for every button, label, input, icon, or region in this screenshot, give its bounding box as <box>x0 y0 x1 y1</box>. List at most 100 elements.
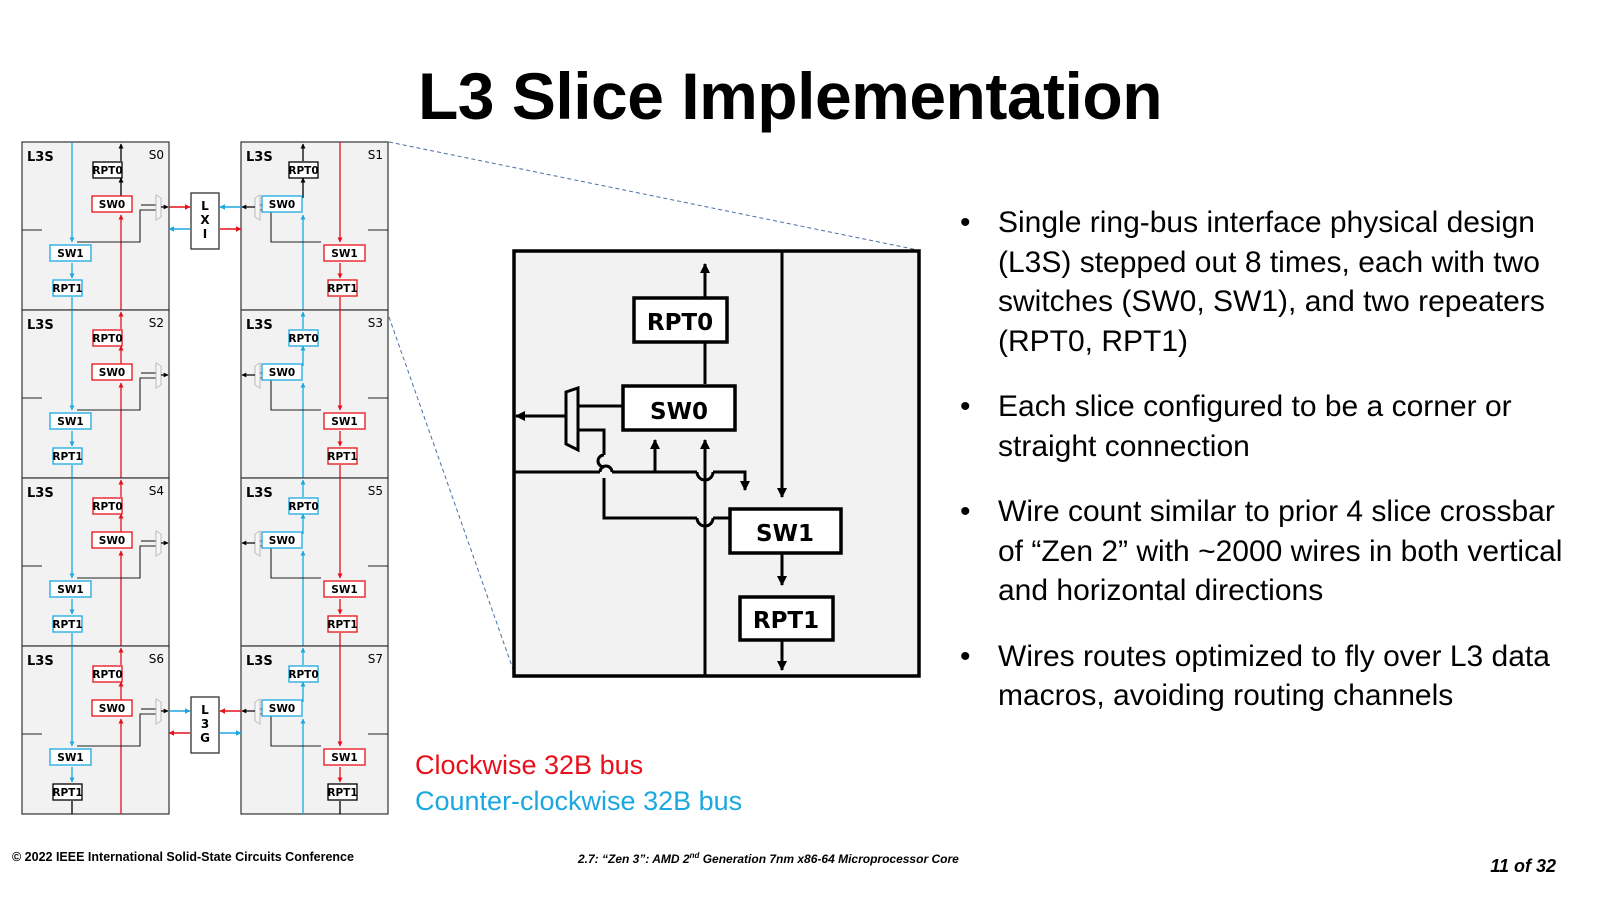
bullet-marker: • <box>960 495 971 528</box>
connector-block <box>190 192 220 250</box>
slice-id-label: S4 <box>149 484 164 498</box>
slice-type-label: L3S <box>27 150 54 165</box>
rpt0-block <box>288 497 319 515</box>
footer-session-prefix: 2.7: “Zen 3”: AMD 2 <box>578 852 690 866</box>
mux-icon <box>155 698 162 725</box>
slice-id-label: S6 <box>149 652 164 666</box>
detail-sw0-block <box>621 384 737 432</box>
detail-rpt1-label: RPT1 <box>753 608 819 634</box>
bullet-marker: • <box>960 639 971 673</box>
slice-type-label: L3S <box>246 486 273 501</box>
rpt0-block <box>92 497 123 515</box>
detail-rpt0-label: RPT0 <box>647 310 713 336</box>
sw1-label: SW1 <box>57 752 83 764</box>
sw0-label: SW0 <box>99 199 125 211</box>
slice-type-label: L3S <box>27 486 54 501</box>
footer-copyright: © 2022 IEEE International Solid-State Ci… <box>12 850 354 864</box>
slice-type-label: L3S <box>246 150 273 165</box>
connector-letter: X <box>200 213 210 227</box>
zoom-guide-line <box>388 316 515 673</box>
cross-wire <box>77 377 156 411</box>
detail-sw1-label: SW1 <box>756 521 814 547</box>
bullet-marker: • <box>960 206 971 239</box>
sw1-label: SW1 <box>331 584 357 596</box>
bullet-text: Wire count similar to prior 4 slice cros… <box>998 495 1563 607</box>
mux-icon <box>254 362 261 389</box>
legend-counter-clockwise: Counter-clockwise 32B bus <box>415 786 743 816</box>
bullet-item: • Single ring-bus interface physical desi… <box>960 203 1580 361</box>
sw0-label: SW0 <box>269 367 295 379</box>
mux-icon <box>254 194 261 221</box>
bullet-item: • Wires routes optimized to fly over L3 d… <box>960 637 1580 716</box>
rpt1-block <box>52 447 83 465</box>
mux-icon <box>155 362 162 389</box>
mux-icon <box>155 530 162 557</box>
slice-type-label: L3S <box>27 318 54 333</box>
sw0-block <box>91 363 133 381</box>
rpt1-label: RPT1 <box>52 451 82 463</box>
sw1-block <box>49 244 92 262</box>
sw1-label: SW1 <box>331 248 357 260</box>
rpt1-label: RPT1 <box>52 283 82 295</box>
rpt1-label: RPT1 <box>327 283 357 295</box>
detail-wire-hop <box>598 464 614 473</box>
connector-letter: 3 <box>201 717 209 731</box>
sw0-block <box>261 531 303 549</box>
sw1-label: SW1 <box>331 416 357 428</box>
sw0-label: SW0 <box>269 703 295 715</box>
detail-wire <box>713 470 751 492</box>
sw1-block <box>49 412 92 430</box>
sw0-label: SW0 <box>269 199 295 211</box>
sw1-label: SW1 <box>331 752 357 764</box>
rpt0-label: RPT0 <box>92 333 122 345</box>
bullet-text: Each slice configured to be a corner or … <box>998 390 1512 463</box>
legend-clockwise: Clockwise 32B bus <box>415 750 644 780</box>
connector-l3g: L3G <box>190 696 220 754</box>
rpt0-label: RPT0 <box>288 333 318 345</box>
slice-type-label: L3S <box>246 318 273 333</box>
detail-rpt1-block <box>738 595 835 642</box>
rpt1-label: RPT1 <box>327 787 357 799</box>
zoom-guide-line <box>388 141 919 251</box>
bullet-text: Single ring-bus interface physical desig… <box>998 206 1545 358</box>
bullet-list: • Single ring-bus interface physical desi… <box>960 203 1580 742</box>
rpt1-block <box>52 615 83 633</box>
sw1-block <box>323 244 366 262</box>
connector-letter: L <box>201 199 209 213</box>
cross-wire <box>77 209 156 243</box>
bullet-text: Wires routes optimized to fly over L3 da… <box>998 639 1550 713</box>
sw0-label: SW0 <box>269 535 295 547</box>
rpt1-block <box>52 279 83 297</box>
cross-wire <box>77 545 156 579</box>
sw0-label: SW0 <box>99 367 125 379</box>
rpt1-block <box>52 783 83 801</box>
sw0-block <box>91 531 133 549</box>
rpt0-block <box>288 665 319 683</box>
sw0-block <box>91 195 133 213</box>
mux-icon <box>254 698 261 725</box>
bullet-item: •Each slice configured to be a corner or… <box>960 387 1580 466</box>
rpt0-label: RPT0 <box>92 669 122 681</box>
rpt1-block <box>327 279 358 297</box>
slice-id-label: S2 <box>149 316 164 330</box>
rpt0-label: RPT0 <box>288 165 318 177</box>
sw1-label: SW1 <box>57 584 83 596</box>
rpt1-label: RPT1 <box>52 787 82 799</box>
slice-id-label: S5 <box>368 484 383 498</box>
sw1-block <box>323 412 366 430</box>
page-indicator: 11 of 32 <box>1490 856 1556 876</box>
sw1-block <box>49 748 92 766</box>
rpt1-label: RPT1 <box>52 619 82 631</box>
rpt0-block <box>92 161 123 179</box>
rpt1-label: RPT1 <box>327 451 357 463</box>
